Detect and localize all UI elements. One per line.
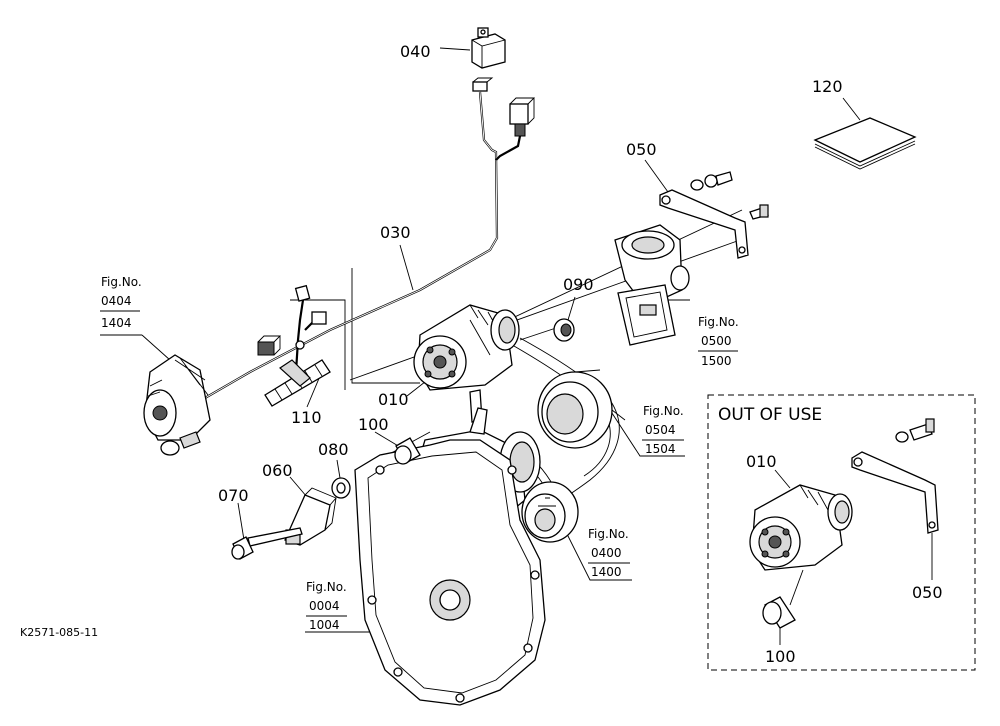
callout-010-out-of-use: 010 xyxy=(746,452,777,471)
spacer-100-out-of-use[interactable] xyxy=(762,596,796,645)
fig-ref-0004[interactable]: Fig.No. 0004 1004 xyxy=(306,580,347,632)
fan-pulley[interactable] xyxy=(537,369,626,449)
callout-040: 040 xyxy=(400,42,431,61)
callout-100-out-of-use: 100 xyxy=(765,647,796,666)
callout-060: 060 xyxy=(262,461,293,480)
bracket-050-out-of-use[interactable] xyxy=(851,418,939,580)
callout-050-out-of-use: 050 xyxy=(912,583,943,602)
fig-ref-bottom: 1404 xyxy=(101,316,132,330)
collar-090[interactable] xyxy=(553,318,575,342)
callout-070: 070 xyxy=(218,486,249,505)
callout-100: 100 xyxy=(358,415,389,434)
callout-110: 110 xyxy=(291,408,322,427)
crankshaft-pulley[interactable] xyxy=(521,481,579,543)
fig-ref-bottom: 1004 xyxy=(309,618,340,632)
fig-ref-label: Fig.No. xyxy=(306,580,347,594)
fig-ref-top: 0504 xyxy=(645,423,676,437)
fig-ref-bottom: 1400 xyxy=(591,565,622,579)
thermostat-housing[interactable] xyxy=(614,224,690,346)
fig-ref-top: 0404 xyxy=(101,294,132,308)
callout-090: 090 xyxy=(563,275,594,294)
out-of-use-box xyxy=(707,394,976,671)
manual-120[interactable] xyxy=(813,117,917,170)
clamp-110[interactable] xyxy=(264,359,331,407)
harness-connector[interactable] xyxy=(509,97,536,137)
washer-080[interactable] xyxy=(331,477,351,499)
callout-120: 120 xyxy=(812,77,843,96)
fig-ref-label: Fig.No. xyxy=(588,527,629,541)
callout-010: 010 xyxy=(378,390,409,409)
fig-ref-top: 0500 xyxy=(701,334,732,348)
callout-030: 030 xyxy=(380,223,411,242)
callout-050: 050 xyxy=(626,140,657,159)
fig-ref-bottom: 1504 xyxy=(645,442,676,456)
out-of-use-title: OUT OF USE xyxy=(718,405,822,425)
alternator-010-out-of-use[interactable] xyxy=(749,469,853,606)
fig-ref-0504[interactable]: Fig.No. 0504 1504 xyxy=(642,404,684,456)
bolt-070[interactable] xyxy=(231,527,303,560)
starter-motor[interactable] xyxy=(143,354,211,456)
fig-ref-label: Fig.No. xyxy=(101,275,142,289)
relay-040[interactable] xyxy=(471,27,506,92)
drawing-number: K2571-085-11 xyxy=(20,626,98,639)
bracket-050[interactable] xyxy=(659,171,769,259)
fig-ref-top: 0400 xyxy=(591,546,622,560)
fig-ref-label: Fig.No. xyxy=(698,315,739,329)
fig-ref-label: Fig.No. xyxy=(643,404,684,418)
fig-ref-0500[interactable]: Fig.No. 0500 1500 xyxy=(698,315,739,368)
alternator-010[interactable] xyxy=(413,304,520,423)
callout-080: 080 xyxy=(318,440,349,459)
fig-ref-top: 0004 xyxy=(309,599,340,613)
spacer-100[interactable] xyxy=(394,437,421,465)
fig-ref-bottom: 1500 xyxy=(701,354,732,368)
fig-ref-0400[interactable]: Fig.No. 0400 1400 xyxy=(588,527,630,579)
fig-ref-0404[interactable]: Fig.No. 0404 1404 xyxy=(100,275,142,330)
callout-labels: 040 120 050 030 090 010 110 100 080 060 … xyxy=(218,42,943,666)
gear-case[interactable] xyxy=(354,439,546,706)
